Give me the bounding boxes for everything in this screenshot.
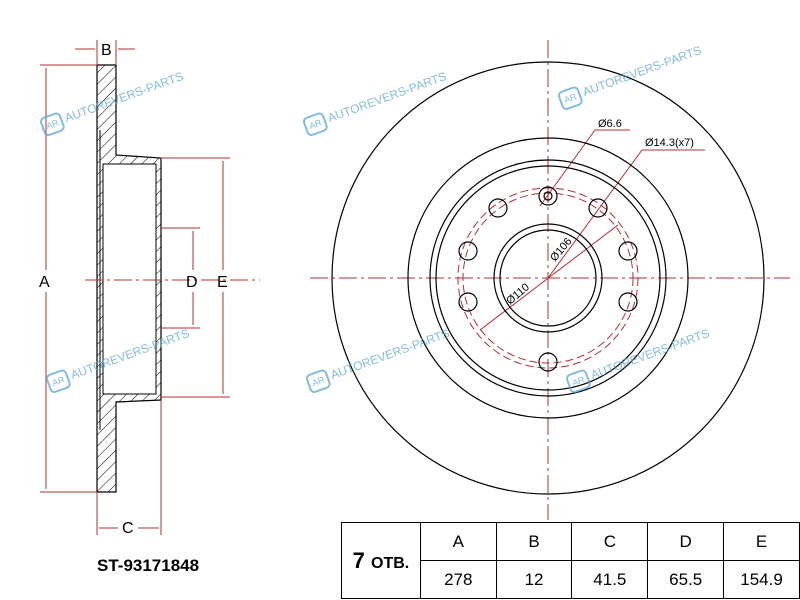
label-d: D: [186, 274, 198, 291]
value-b: 12: [495, 560, 573, 599]
holes-label: ОТВ.: [371, 554, 410, 572]
value-e: 154.9: [723, 560, 800, 599]
value-a: 278: [419, 560, 497, 599]
holes-count: 7: [352, 547, 365, 573]
label-b: B: [101, 42, 112, 59]
label-e: E: [217, 274, 228, 291]
header-a: A: [419, 522, 497, 561]
holes-cell: 7 ОТВ.: [341, 522, 421, 599]
front-view: Ø6.6 Ø14.3(x7) Ø106 Ø110: [310, 40, 790, 520]
annotation-pcd-110: Ø110: [504, 281, 532, 307]
header-c: C: [571, 522, 649, 561]
value-d: 65.5: [647, 560, 725, 599]
header-b: B: [495, 522, 573, 561]
value-c: 41.5: [571, 560, 649, 599]
side-view: B A D E C: [39, 40, 260, 537]
header-d: D: [647, 522, 725, 561]
spec-table: 7 ОТВ. A B C D E 278 12 41.5 65.5 154.9: [341, 522, 800, 599]
header-e: E: [723, 522, 800, 561]
label-c: C: [122, 520, 134, 537]
annotation-bolt-holes: Ø14.3(x7): [645, 137, 694, 149]
part-number: ST-93171848: [97, 556, 200, 575]
annotation-small-hole: Ø6.6: [598, 118, 622, 130]
label-a: A: [39, 274, 50, 291]
